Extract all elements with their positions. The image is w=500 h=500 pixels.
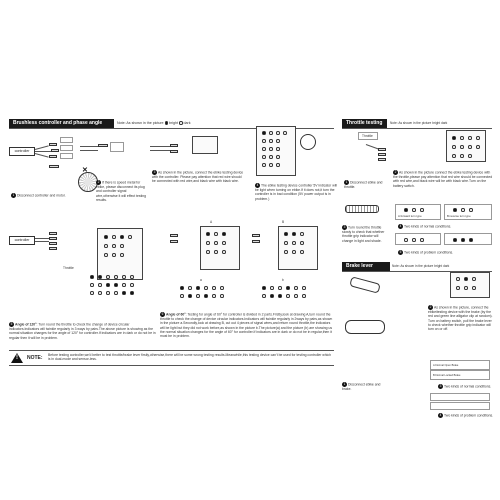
testing-device-small <box>192 136 218 154</box>
brake-problem-a <box>430 393 490 401</box>
brake-testing-device <box>450 272 490 298</box>
controller-box-2: controller <box>9 236 35 245</box>
note-label: NOTE: <box>27 355 43 361</box>
testing-device-step5 <box>97 228 143 280</box>
throttle-problem-a <box>395 233 441 245</box>
brake-lever-icon <box>345 320 385 334</box>
step3-diagram <box>150 134 230 180</box>
step6-diagram: A B a b <box>160 220 335 310</box>
step2-diagram: ✕ <box>70 132 140 202</box>
throttle-label: Throttle <box>63 266 74 270</box>
step5-indicator-rows <box>90 275 150 297</box>
brushless-legend-note: Note: As shown in the picture bright dar… <box>117 121 191 125</box>
note-rule-bottom <box>9 365 334 366</box>
brake-header-rule <box>342 271 492 272</box>
step1-diagram: controller <box>9 135 74 190</box>
throttle-problem-b <box>444 233 492 245</box>
brake-normal-b: B:Normal Locked Brake <box>430 370 490 380</box>
brake-normal-a: A:Normal Open Brake <box>430 360 490 370</box>
throttle-legend-note: Note: As shown in the picture bright dar… <box>390 121 448 125</box>
note-text: Before testing controller,we'd better to… <box>48 353 331 362</box>
note-rule-top <box>9 350 334 351</box>
brake-section-header: Brake lever testing <box>342 262 390 278</box>
disconnect-x-icon: ✕ <box>82 167 88 174</box>
throttle-grip-icon <box>345 205 379 213</box>
throttle-normal-b: B:reverse turn type <box>444 204 492 220</box>
brake-lever-top-icon <box>349 276 381 294</box>
throttle-section-header: Throttle testing <box>342 119 387 128</box>
power-switch-icon <box>300 134 316 150</box>
testing-device-b <box>278 226 318 270</box>
speed-meter-icon <box>78 172 98 192</box>
throttle-normal-a: A:forward turn type <box>395 204 441 220</box>
brake-legend-note: Note: As shown in the picture bright dar… <box>392 264 450 268</box>
brushless-header-rule <box>9 128 334 129</box>
testing-device-a <box>200 226 240 270</box>
throttle-header-rule <box>342 128 492 129</box>
throttle-testing-device <box>446 130 486 162</box>
brushless-section-header: Brushless controller and phase angle tes… <box>9 119 114 135</box>
throttle-diagram: Throttle <box>342 130 492 185</box>
brake-problem-b <box>430 402 490 410</box>
step5-diagram: controller Throttle <box>9 218 149 313</box>
controller-box: controller <box>9 147 35 156</box>
bright-indicator-icon <box>164 121 169 125</box>
testing-device-step4 <box>256 126 296 176</box>
dark-indicator-icon <box>179 121 183 125</box>
warning-icon: ! <box>11 353 23 363</box>
